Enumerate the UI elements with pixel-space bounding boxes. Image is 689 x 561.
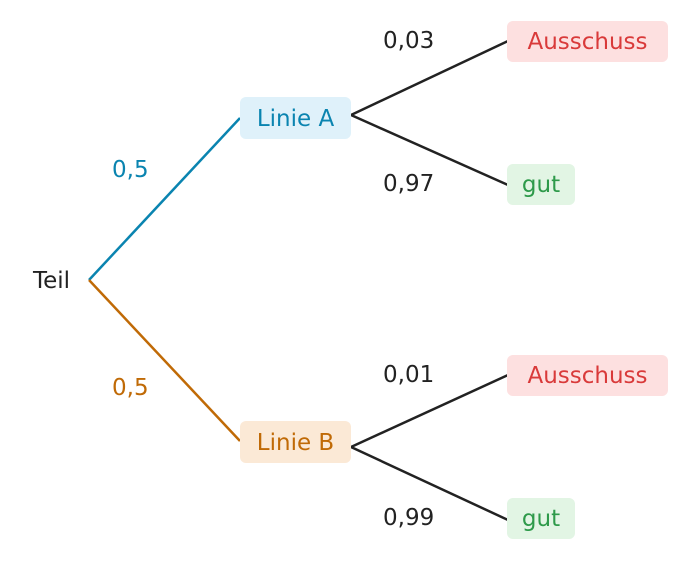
leaf-a-ausschuss: Ausschuss [507,21,668,62]
prob-linie-b: 0,5 [112,375,149,401]
node-linie-a: Linie A [240,97,351,139]
node-linie-b: Linie B [240,421,351,463]
leaf-b-ausschuss-label: Ausschuss [527,363,647,389]
edge-b-gut [350,445,509,522]
leaf-b-ausschuss: Ausschuss [507,355,668,396]
node-linie-a-label: Linie A [257,106,335,132]
prob-linie-a: 0,5 [112,157,149,183]
prob-a-gut: 0,97 [383,171,434,197]
node-linie-b-label: Linie B [257,430,334,456]
leaf-a-gut: gut [507,164,575,205]
prob-b-ausschuss: 0,01 [383,362,434,388]
edge-root-linie-a [88,117,241,281]
prob-a-ausschuss: 0,03 [383,28,434,54]
leaf-a-ausschuss-label: Ausschuss [527,29,647,55]
leaf-b-gut: gut [507,498,575,539]
edge-b-ausschuss [350,373,509,449]
root-label: Teil [32,268,70,294]
prob-b-gut: 0,99 [383,505,434,531]
edge-a-ausschuss [350,39,509,117]
edge-a-gut [350,113,509,187]
leaf-b-gut-label: gut [522,506,560,532]
edge-root-linie-b [88,279,241,442]
leaf-a-gut-label: gut [522,172,560,198]
